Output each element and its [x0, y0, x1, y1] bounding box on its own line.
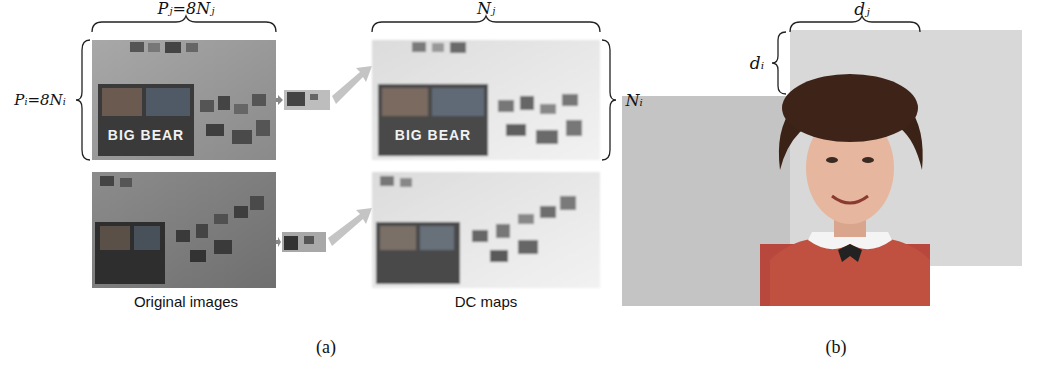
- original-image: [92, 40, 276, 160]
- dimension-label: Pᵢ=8Nᵢ: [14, 92, 65, 109]
- dimension-brace: [602, 40, 616, 160]
- image-caption: DC maps: [455, 294, 518, 311]
- dc-map: [372, 40, 600, 160]
- small-dc-map: [304, 236, 314, 244]
- small-dc-map: [287, 92, 305, 106]
- arrow: [328, 208, 372, 246]
- small-dc-map: [310, 94, 318, 100]
- dimension-brace: [76, 40, 90, 160]
- dimension-brace: [372, 16, 600, 32]
- dimension-label: Pⱼ=8Nⱼ: [158, 0, 215, 18]
- image-caption: Original images: [134, 294, 238, 311]
- dimension-brace: [772, 32, 786, 94]
- arrow: [332, 66, 372, 104]
- dimension-label: dᵢ: [750, 54, 764, 73]
- small-dc-map: [282, 232, 326, 252]
- dimension-brace: [92, 16, 276, 32]
- arrow: [276, 95, 283, 105]
- arrow: [276, 237, 281, 247]
- face-image: [622, 30, 1022, 306]
- small-dc-map: [284, 236, 298, 250]
- subfigure-label: (b): [826, 338, 847, 358]
- poster-text: BIG BEAR: [395, 128, 471, 143]
- original-image: [92, 172, 276, 288]
- dc-map: [372, 172, 600, 288]
- poster-text: BIG BEAR: [108, 128, 184, 143]
- small-dc-map: [284, 90, 330, 110]
- dimension-label: dⱼ: [854, 0, 869, 19]
- dimension-label: Nᵢ: [625, 92, 642, 110]
- subfigure-label: (a): [316, 338, 336, 358]
- dimension-label: Nⱼ: [477, 0, 495, 18]
